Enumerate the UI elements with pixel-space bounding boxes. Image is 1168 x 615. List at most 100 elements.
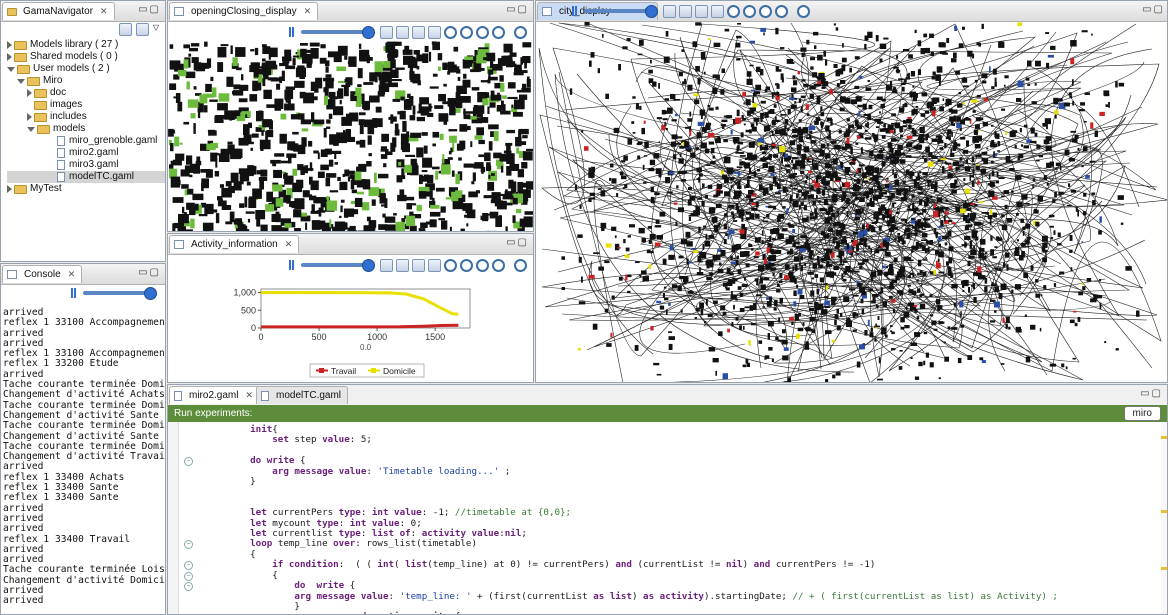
speed-slider[interactable] [83, 287, 157, 300]
tree-item-modeltc[interactable]: modelTC.gaml [7, 171, 165, 183]
opening-closing-map[interactable] [168, 1, 534, 232]
zoom-in-icon[interactable] [727, 4, 740, 18]
window-controls[interactable]: ▭▢ [1142, 4, 1165, 15]
building [460, 146, 464, 150]
tab-navigator[interactable]: GamaNavigator ✕ [2, 2, 115, 20]
building [749, 305, 753, 311]
tree-item-images[interactable]: images [7, 99, 165, 111]
tree-item-models[interactable]: models [7, 123, 165, 135]
collapse-all-icon[interactable] [118, 23, 132, 36]
pause-icon[interactable] [572, 6, 577, 16]
tree-item-models-library[interactable]: Models library ( 27 ) [7, 39, 165, 51]
expand-icon[interactable] [27, 113, 32, 121]
zoom-in-icon[interactable] [444, 258, 457, 272]
building [831, 296, 837, 302]
window-controls[interactable]: ▭▢ [506, 4, 529, 15]
layers-icon[interactable] [396, 258, 409, 272]
window-controls[interactable]: ▭▢ [138, 267, 161, 278]
city-map[interactable] [536, 22, 1168, 383]
code-editor[interactable]: init{ set step value: 5; do write { arg … [228, 424, 1058, 614]
overlay-icon[interactable] [695, 4, 708, 18]
tree-item-shared-models[interactable]: Shared models ( 0 ) [7, 51, 165, 63]
speed-slider[interactable] [301, 26, 375, 39]
fold-toggle-icon[interactable]: – [184, 582, 193, 591]
layers-icon[interactable] [679, 4, 692, 18]
overlay-icon[interactable] [412, 25, 425, 39]
fold-toggle-icon[interactable]: – [184, 457, 193, 467]
expand-icon[interactable] [7, 185, 12, 193]
tree-item-miro[interactable]: Miro [7, 75, 165, 87]
building [879, 248, 884, 251]
zoom-fit-icon[interactable] [476, 258, 489, 272]
window-controls[interactable]: ▭▢ [1140, 388, 1163, 399]
focus-icon[interactable] [797, 4, 810, 18]
overlay-icon[interactable] [412, 258, 425, 272]
tree-item-miro-grenoble[interactable]: miro_grenoble.gaml [7, 135, 165, 147]
close-icon[interactable]: ✕ [245, 390, 254, 400]
collapse-icon[interactable] [7, 66, 15, 72]
tree-item-doc[interactable]: doc [7, 87, 165, 99]
pause-icon[interactable] [71, 288, 76, 298]
tree-item-mytest[interactable]: MyTest [7, 183, 165, 195]
layers-icon[interactable] [396, 25, 409, 39]
fold-toggle-icon[interactable]: – [184, 561, 193, 571]
building [1030, 265, 1034, 271]
snapshot-icon[interactable] [663, 4, 676, 18]
building [888, 128, 895, 130]
building [751, 323, 756, 326]
tab-modeltc-gaml[interactable]: modelTC.gaml [256, 386, 349, 404]
building [751, 193, 757, 197]
pause-icon[interactable] [289, 260, 294, 270]
tree-item-miro3[interactable]: miro3.gaml [7, 159, 165, 171]
collapse-icon[interactable] [27, 126, 35, 132]
collapse-icon[interactable] [17, 78, 25, 84]
building [936, 299, 941, 305]
speed-slider[interactable] [584, 5, 658, 18]
sync-icon[interactable] [428, 258, 441, 272]
speed-slider[interactable] [301, 259, 375, 272]
run-miro-button[interactable]: miro [1123, 406, 1161, 421]
fold-toggle-icon[interactable]: – [184, 540, 193, 550]
zoom-out-icon[interactable] [743, 4, 756, 18]
zoom-menu-icon[interactable] [492, 258, 505, 272]
sync-icon[interactable] [711, 4, 724, 18]
snapshot-icon[interactable] [380, 25, 393, 39]
snapshot-icon[interactable] [380, 258, 393, 272]
building [866, 191, 869, 198]
tab-miro2-gaml[interactable]: miro2.gaml ✕ [169, 386, 261, 404]
window-controls[interactable]: ▭▢ [506, 237, 529, 248]
tab-activity-information[interactable]: Activity_information ✕ [169, 235, 300, 253]
zoom-fit-icon[interactable] [759, 4, 772, 18]
building [344, 55, 348, 60]
building [807, 195, 812, 197]
zoom-fit-icon[interactable] [476, 25, 489, 39]
tree-item-includes[interactable]: includes [7, 111, 165, 123]
zoom-menu-icon[interactable] [492, 25, 505, 39]
close-icon[interactable]: ✕ [67, 269, 76, 279]
expand-icon[interactable] [7, 53, 12, 61]
sync-icon[interactable] [428, 25, 441, 39]
tree-item-miro2[interactable]: miro2.gaml [7, 147, 165, 159]
window-controls[interactable]: ▭▢ [138, 4, 161, 15]
tab-openingclosing-display[interactable]: openingClosing_display ✕ [169, 2, 319, 20]
tab-console[interactable]: Console ✕ [2, 265, 83, 283]
zoom-out-icon[interactable] [460, 258, 473, 272]
link-editor-icon[interactable] [135, 23, 149, 36]
zoom-menu-icon[interactable] [775, 4, 788, 18]
view-menu-icon[interactable]: ▽ [152, 23, 159, 32]
close-icon[interactable]: ✕ [284, 239, 293, 249]
building [976, 135, 982, 142]
focus-icon[interactable] [514, 258, 527, 272]
zoom-in-icon[interactable] [444, 25, 457, 39]
pause-icon[interactable] [289, 27, 294, 37]
tree-item-user-models[interactable]: User models ( 2 ) [7, 63, 165, 75]
zoom-out-icon[interactable] [460, 25, 473, 39]
building [868, 288, 873, 292]
expand-icon[interactable] [27, 89, 32, 97]
close-icon[interactable]: ✕ [100, 6, 108, 16]
focus-icon[interactable] [514, 25, 527, 39]
expand-icon[interactable] [7, 41, 12, 49]
fold-toggle-icon[interactable]: – [184, 571, 193, 581]
close-icon[interactable]: ✕ [303, 6, 312, 16]
